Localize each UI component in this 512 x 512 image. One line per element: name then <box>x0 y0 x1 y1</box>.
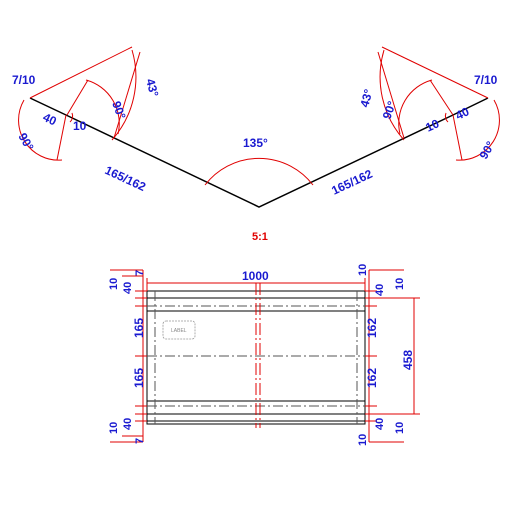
left-top-7: 7 <box>134 270 146 276</box>
center-angle-arc <box>204 157 314 186</box>
left-top-40: 40 <box>122 282 134 294</box>
right-dim-10: 10 <box>423 116 441 134</box>
right-bot-10: 10 <box>357 434 369 446</box>
right-dimension-lines <box>377 46 500 161</box>
plan-view: 1000 10 40 7 165 165 10 40 7 10 <box>108 264 420 446</box>
left-angle-43-label: 43° <box>143 77 161 98</box>
profile-line <box>29 97 489 208</box>
right-bot-40: 40 <box>374 418 386 430</box>
left-angle-outer-label: 90° <box>15 131 36 154</box>
left-bot-7: 7 <box>134 438 146 444</box>
left-dim-40: 40 <box>41 110 59 128</box>
right-bot-10b: 10 <box>394 422 406 434</box>
left-segment-label: 165/162 <box>103 163 149 194</box>
right-angle-inner-label: 90° <box>380 99 399 121</box>
right-angle-43-label: 43° <box>357 87 375 108</box>
right-top-40: 40 <box>374 284 386 296</box>
left-end-label: 7/10 <box>12 73 36 87</box>
center-angle-label: 135° <box>243 136 268 150</box>
label-tag-text: LABEL <box>171 328 187 334</box>
left-mid-165b: 165 <box>132 368 146 388</box>
right-angle-outer-label: 90° <box>476 139 497 162</box>
right-mid-162b: 162 <box>365 368 379 388</box>
left-bot-10: 10 <box>108 422 120 434</box>
left-dim-10: 10 <box>73 119 87 133</box>
left-top-10: 10 <box>108 278 120 290</box>
height-label: 458 <box>401 350 415 370</box>
width-label: 1000 <box>242 269 269 283</box>
right-top-10b: 10 <box>394 278 406 290</box>
scale-label: 5:1 <box>252 231 268 243</box>
right-segment-label: 165/162 <box>329 167 375 198</box>
profile-section: 7/10 90° 40 10 90° 43° 165/162 135° 165/… <box>12 46 500 243</box>
right-dim-40: 40 <box>453 104 471 122</box>
label-tag <box>162 320 196 340</box>
left-mid-165a: 165 <box>132 318 146 338</box>
right-mid-162a: 162 <box>365 318 379 338</box>
right-top-10: 10 <box>357 264 369 276</box>
left-dimension-lines <box>18 46 141 161</box>
left-angle-inner-label: 90° <box>109 99 128 121</box>
right-end-label: 7/10 <box>474 73 498 87</box>
left-bot-40: 40 <box>122 418 134 430</box>
